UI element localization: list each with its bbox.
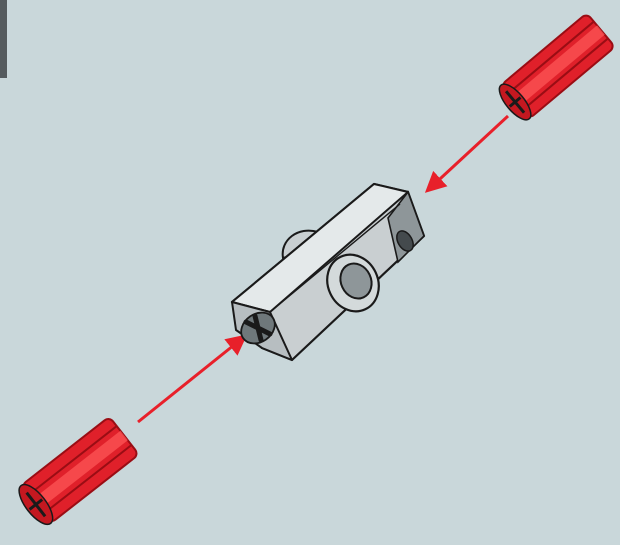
corner-mark <box>0 0 7 78</box>
